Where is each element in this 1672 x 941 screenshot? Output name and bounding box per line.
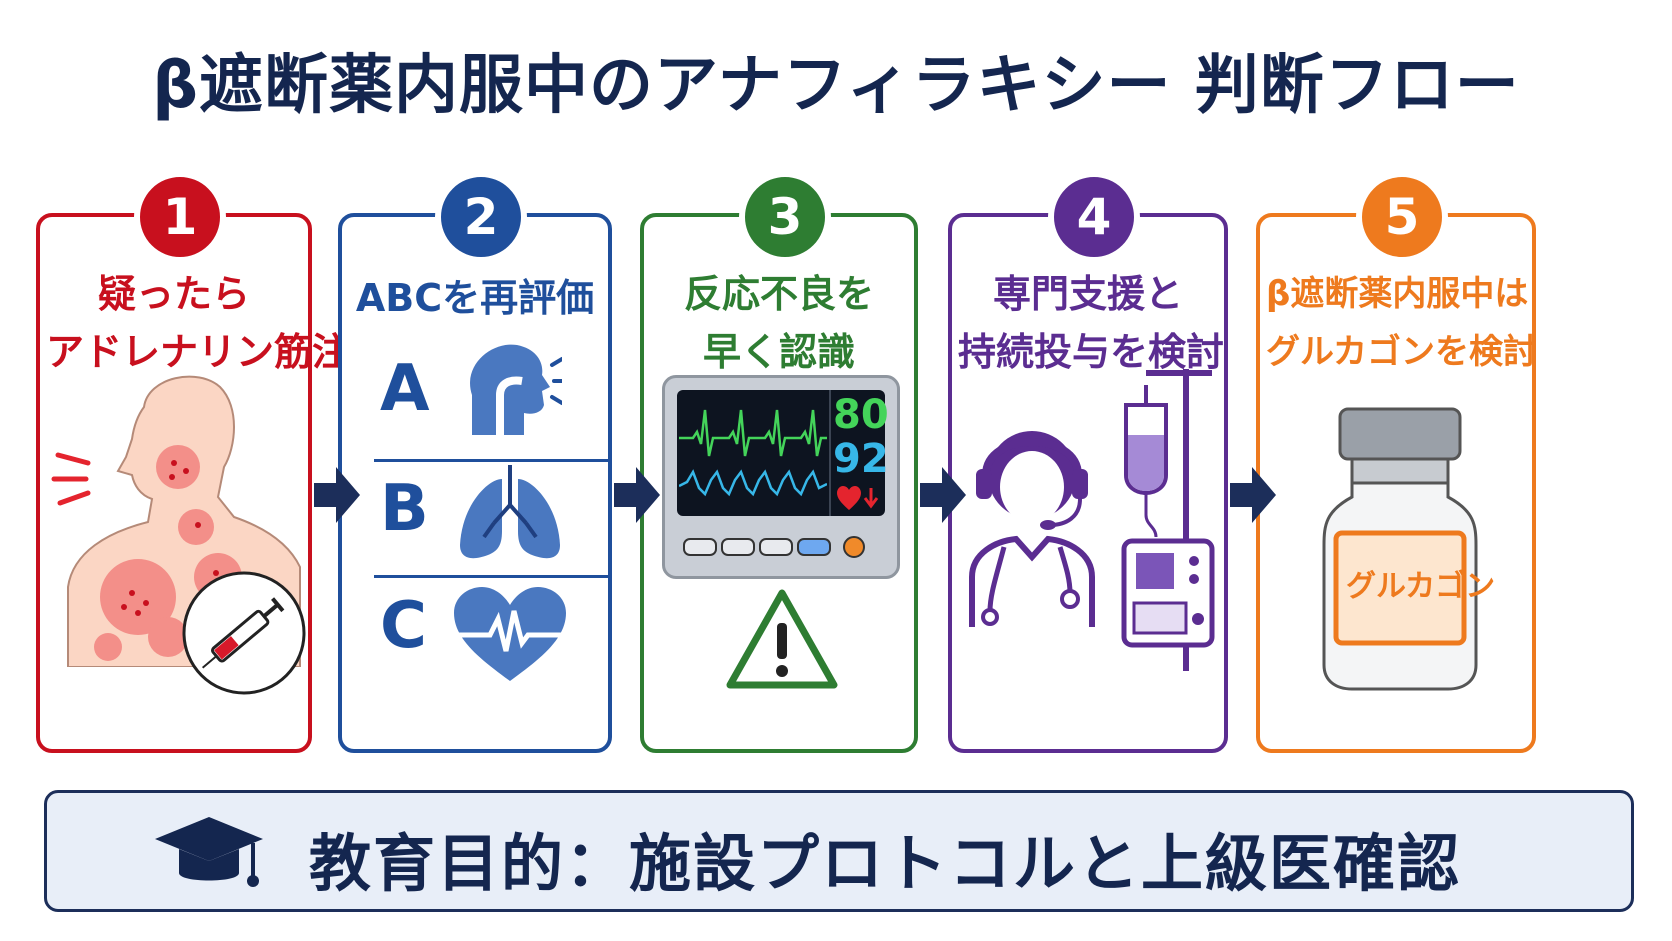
flow-arrow-4: [1230, 467, 1276, 523]
step-1-card: 1 疑ったら アドレナリン筋注: [36, 171, 351, 753]
monitor-button[interactable]: [721, 538, 755, 556]
monitor-button[interactable]: [683, 538, 717, 556]
step-2-title-line-1: ABCを再評価: [355, 276, 595, 320]
flow-arrow-3: [920, 467, 966, 523]
heart-pulse-icon: [454, 587, 566, 681]
abc-letter-a: A: [380, 352, 430, 426]
step-2-badge: 2: [435, 171, 527, 263]
step-2-title: ABCを再評価: [348, 269, 602, 327]
heart-down-icon: [837, 486, 879, 510]
step-1-title-line-1: 疑ったら: [97, 272, 250, 316]
step-3-title-line-1: 反応不良を: [683, 272, 874, 316]
step-4-title-line-1: 専門支援と: [992, 272, 1183, 316]
glucagon-vial-icon: [1322, 407, 1478, 691]
step-1-title: 疑ったら アドレナリン筋注: [46, 265, 351, 381]
abc-divider-2: [374, 575, 610, 578]
ecg-waveform: [679, 409, 827, 497]
footer-banner: 教育目的：施設プロトコルと上級医確認: [44, 790, 1634, 912]
airway-head-icon: [470, 344, 562, 435]
step-4-badge: 4: [1048, 171, 1140, 263]
step-5-title: β遮断薬内服中は グルカゴンを検討: [1266, 265, 1537, 381]
iv-pump-icon: [1121, 369, 1215, 671]
lungs-icon: [460, 465, 560, 559]
flow-arrow-2: [614, 467, 660, 523]
step-5-title-line-2: グルカゴンを検討: [1266, 332, 1537, 372]
syringe-icon: [182, 571, 306, 695]
step-4-card: 4 専門支援と 持続投与を検討: [948, 171, 1228, 753]
step-3-title-line-2: 早く認識: [702, 330, 855, 374]
glucagon-vial-label: グルカゴン: [1346, 569, 1496, 604]
step-2-card: 2 ABCを再評価 A B C: [338, 171, 612, 753]
page-title: β遮断薬内服中のアナフィラキシー 判断フロー: [152, 49, 1520, 123]
step-5-title-line-1: β遮断薬内服中は: [1266, 274, 1529, 314]
monitor-button[interactable]: [797, 538, 831, 556]
step-5-badge: 5: [1356, 171, 1448, 263]
graduation-cap-icon: [155, 817, 263, 887]
step-3-title: 反応不良を 早く認識: [650, 265, 908, 381]
vital-monitor: 80 92: [662, 375, 900, 579]
doctor-headset-icon: [969, 431, 1095, 627]
monitor-button[interactable]: [759, 538, 793, 556]
flow-arrow-1: [314, 467, 360, 523]
heart-rate-value: 80: [833, 392, 889, 438]
abc-letter-b: B: [380, 472, 429, 546]
monitor-screen-divider: [829, 390, 831, 516]
step-1-title-line-2: アドレナリン筋注: [46, 330, 351, 374]
step-3-badge: 3: [739, 171, 831, 263]
step-1-badge: 1: [134, 171, 226, 263]
step-4-title-line-2: 持続投与を検討: [958, 330, 1225, 374]
footer-text: 教育目的：施設プロトコルと上級医確認: [309, 827, 1462, 900]
abc-letter-c: C: [380, 589, 427, 663]
step-4-title: 専門支援と 持続投与を検討: [958, 265, 1225, 381]
monitor-buttons: [683, 536, 883, 558]
monitor-power-button[interactable]: [843, 536, 865, 558]
warning-icon: [726, 589, 838, 689]
spo2-value: 92: [833, 436, 889, 482]
step-5-card: 5 β遮断薬内服中は グルカゴンを検討 グルカゴン: [1256, 171, 1537, 753]
step-3-card: 3 反応不良を 早く認識 80 92: [640, 171, 918, 753]
abc-divider-1: [374, 459, 610, 462]
